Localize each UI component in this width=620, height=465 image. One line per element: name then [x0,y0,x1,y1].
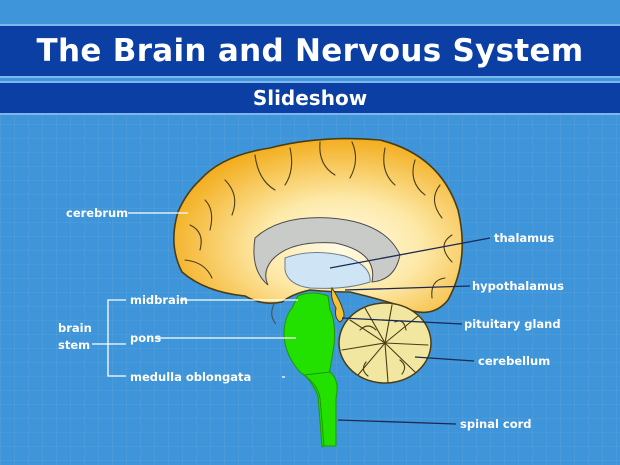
label-pituitary-gland: pituitary gland [464,317,561,331]
pituitary-shape [332,288,345,322]
label-hypothalamus: hypothalamus [472,279,564,293]
label-spinal-cord: spinal cord [460,417,532,431]
label-thalamus: thalamus [494,231,554,245]
label-medulla-oblongata: medulla oblongata [130,370,251,384]
label-pons: pons [130,331,161,345]
label-brain-stem-line1: brain [58,321,92,335]
brain-stem-bracket [108,300,126,376]
spinal-cord-leader [338,420,456,424]
label-cerebellum: cerebellum [478,354,550,368]
label-midbrain: midbrain [130,293,188,307]
cerebellum-shape [339,303,431,383]
label-cerebrum: cerebrum [66,206,128,220]
spinal-cord-shape [304,372,337,446]
label-brain-stem-line2: stem [58,338,90,352]
